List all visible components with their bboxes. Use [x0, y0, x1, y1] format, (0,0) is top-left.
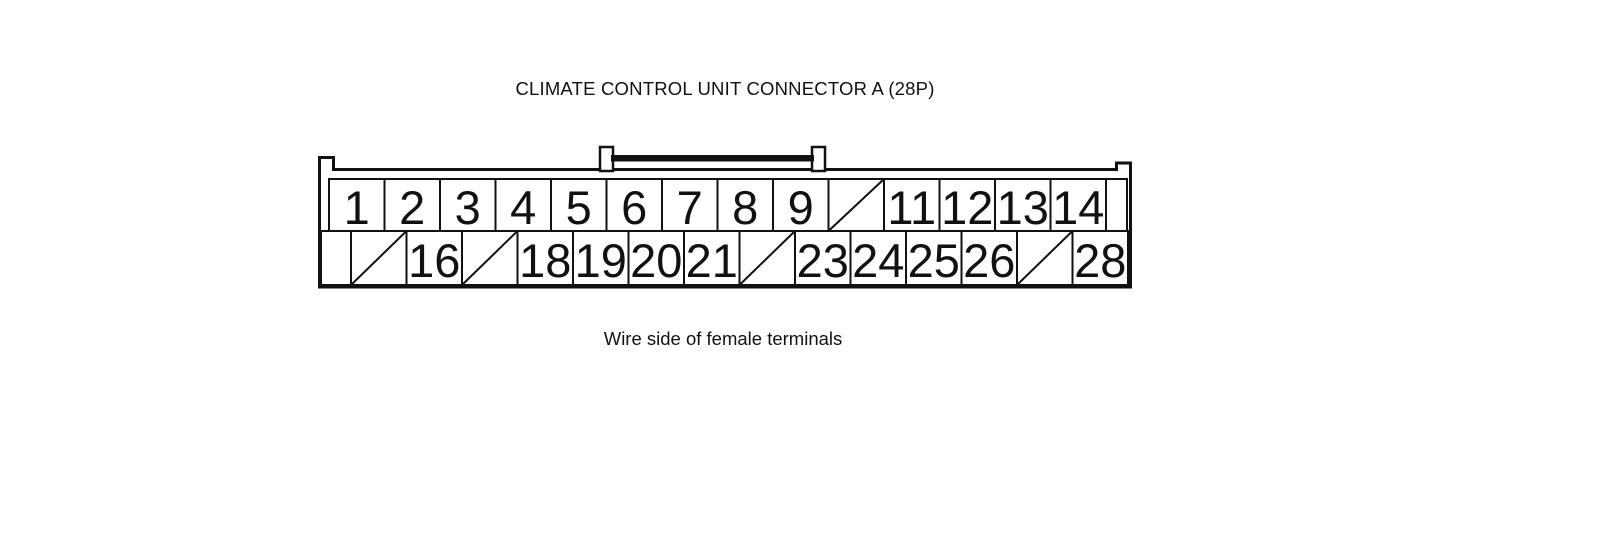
blank-cell	[1105, 178, 1128, 232]
terminal-number-14: 14	[1052, 181, 1104, 234]
terminal-number-12: 12	[941, 181, 993, 234]
terminal-number-11: 11	[887, 181, 936, 234]
no-terminal-slash	[1016, 230, 1074, 286]
terminal-number-9: 9	[788, 181, 814, 234]
terminal-number-25: 25	[908, 234, 960, 287]
no-terminal-slash	[350, 230, 408, 286]
terminal-number-7: 7	[677, 181, 703, 234]
terminal-number-19: 19	[575, 234, 627, 287]
diagram-caption: Wire side of female terminals	[603, 328, 843, 349]
no-terminal-slash	[738, 230, 796, 286]
terminal-number-3: 3	[455, 181, 481, 234]
terminal-number-5: 5	[566, 181, 592, 234]
terminal-number-2: 2	[399, 181, 425, 234]
terminal-number-4: 4	[510, 181, 536, 234]
terminal-cell-28	[1071, 230, 1129, 286]
terminal-number-24: 24	[852, 234, 904, 287]
lock-tab-bar	[611, 155, 814, 162]
terminal-number-18: 18	[519, 234, 571, 287]
terminal-number-21: 21	[686, 234, 738, 287]
terminal-number-26: 26	[963, 234, 1015, 287]
blank-cell	[320, 230, 352, 286]
terminal-number-6: 6	[621, 181, 647, 234]
terminal-number-28: 28	[1074, 234, 1126, 287]
page-title: CLIMATE CONTROL UNIT CONNECTOR A (28P)	[515, 78, 935, 99]
no-terminal-slash	[461, 230, 519, 286]
terminal-number-20: 20	[630, 234, 682, 287]
connector-outline	[318, 156, 1132, 289]
terminal-number-1: 1	[344, 181, 370, 234]
terminal-number-23: 23	[797, 234, 849, 287]
terminal-number-16: 16	[408, 234, 460, 287]
terminal-number-8: 8	[732, 181, 758, 234]
no-terminal-slash	[827, 178, 885, 232]
terminal-number-13: 13	[997, 181, 1049, 234]
